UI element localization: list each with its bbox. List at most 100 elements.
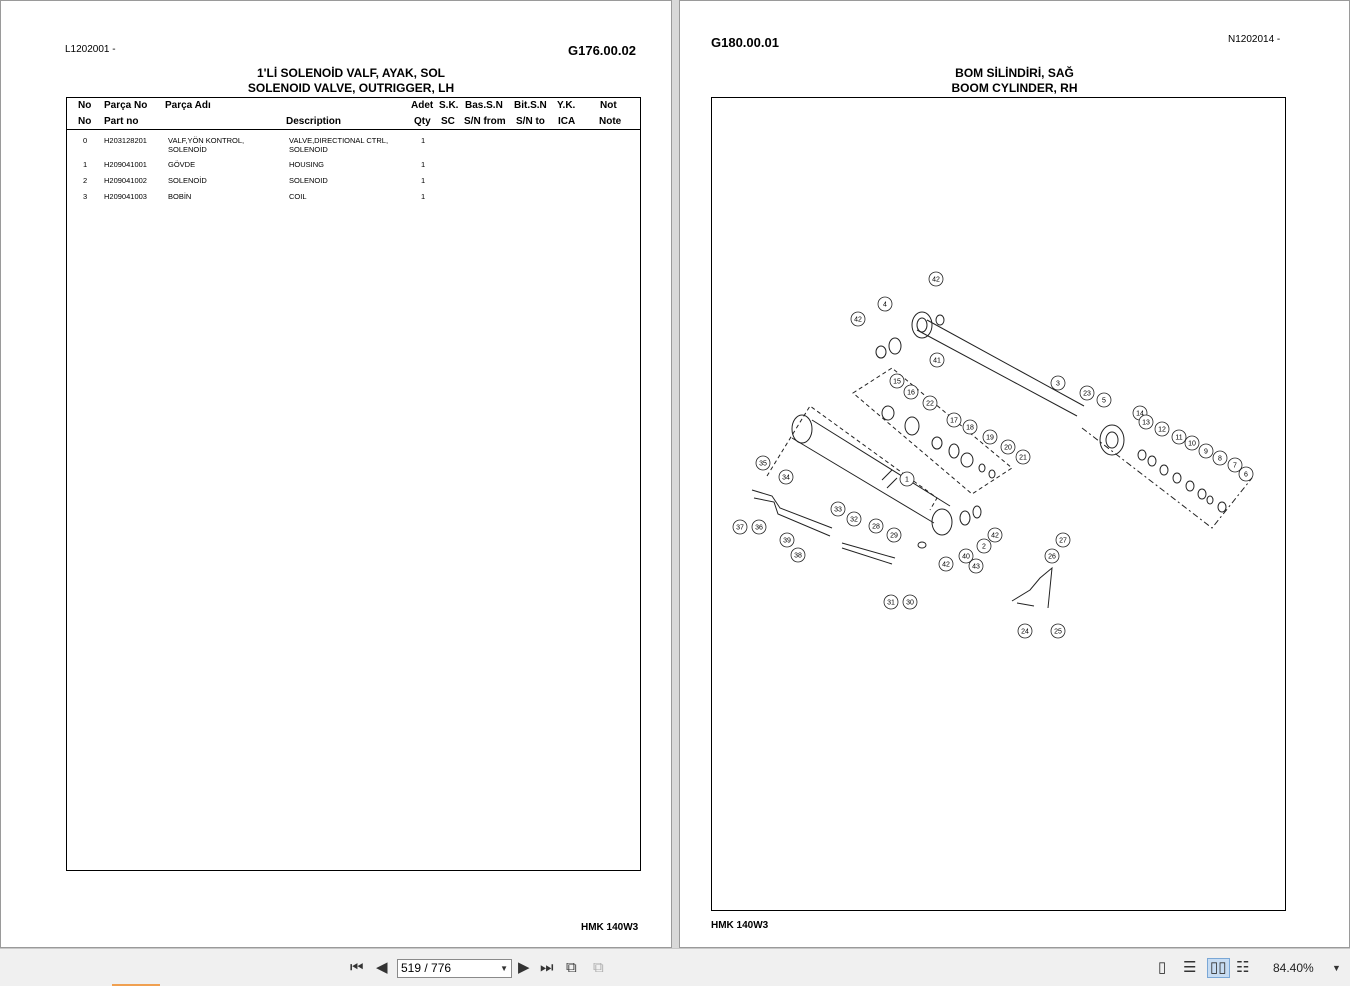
svg-text:4: 4 [883, 302, 887, 309]
callout-28: 28 [868, 518, 884, 534]
viewer-toolbar: ⏮ ◀ 519 / 776 ▼ ▶ ⏭ ⧉ ⧉ ▯ ☰ ▯▯ ☷ 84.40% … [0, 948, 1350, 986]
last-page-icon[interactable]: ⏭ [540, 959, 554, 976]
callout-10: 10 [1184, 435, 1200, 451]
single-page-view-icon[interactable]: ▯ [1158, 959, 1167, 976]
callout-13: 13 [1138, 414, 1154, 430]
hdr-snto-en: S/N to [516, 116, 545, 127]
seal-ring [1197, 488, 1207, 500]
svg-text:27: 27 [1059, 538, 1067, 545]
hdr-no-en: No [78, 116, 92, 127]
callout-20: 20 [1000, 439, 1016, 455]
hdr-ica-tr: Y.K. [557, 100, 576, 111]
row-no: 0 [83, 136, 88, 145]
hdr-sc-en: SC [441, 116, 455, 127]
hdr-qty-en: Qty [414, 116, 431, 127]
barrel-eye [931, 508, 953, 536]
dashed-frame [852, 367, 1013, 495]
previous-page-icon[interactable]: ◀ [376, 959, 388, 976]
first-page-icon[interactable]: ⏮ [350, 959, 364, 976]
callout-19: 19 [982, 429, 998, 445]
page-indicator: 519 / 776 [401, 961, 452, 975]
callout-42: 42 [938, 556, 954, 572]
callout-41: 41 [929, 352, 945, 368]
hdr-note-tr: Not [600, 100, 617, 111]
hdr-no-tr: No [78, 100, 92, 111]
left-group-code: G176.00.02 [568, 43, 636, 58]
svg-text:19: 19 [986, 435, 994, 442]
row-desc-2: SOLENOID [289, 145, 328, 154]
seal-ring [948, 443, 960, 459]
hdr-partno-tr: Parça No [104, 100, 148, 111]
callout-29: 29 [886, 527, 902, 543]
left-footer: HMK 140W3 [581, 922, 639, 933]
left-title-en: SOLENOID VALVE, OUTRIGGER, LH [247, 81, 455, 95]
page-number-select[interactable]: 519 / 776 ▼ [397, 959, 512, 978]
callout-23: 23 [1079, 385, 1095, 401]
svg-text:38: 38 [794, 553, 802, 560]
callout-12: 12 [1154, 421, 1170, 437]
hdr-partno-en: Part no [104, 116, 139, 127]
parts-table: No Parça No Parça Adı Adet S.K. Bas.S.N … [66, 97, 641, 871]
row-desc: COIL [289, 192, 307, 201]
row-desc: VALVE,DIRECTIONAL CTRL, [289, 136, 389, 145]
hydraulic-pipe [751, 489, 833, 537]
hdr-snfrom-tr: Bas.S.N [465, 100, 503, 111]
svg-text:1: 1 [905, 477, 909, 484]
row-name-tr-2: SOLENOİD [168, 145, 207, 154]
barrel-ring [881, 469, 898, 489]
svg-text:6: 6 [1244, 472, 1248, 479]
row-qty: 1 [421, 176, 426, 185]
callout-27: 27 [1055, 532, 1071, 548]
left-title-tr: 1'Lİ SOLENOİD VALF, AYAK, SOL [257, 66, 445, 80]
svg-text:42: 42 [991, 533, 999, 540]
dashed-frame [766, 405, 938, 511]
hdr-name-tr: Parça Adı [165, 100, 211, 111]
svg-text:3: 3 [1056, 381, 1060, 388]
callout-40: 40 [958, 548, 974, 564]
chevron-down-icon[interactable]: ▼ [500, 964, 508, 973]
seal-ring [978, 463, 986, 473]
callout-32: 32 [846, 511, 862, 527]
row-name-tr: GÖVDE [168, 160, 196, 169]
svg-text:15: 15 [893, 379, 901, 386]
seal-ring [1137, 449, 1147, 461]
callout-39: 39 [779, 532, 795, 548]
callout-22: 22 [922, 395, 938, 411]
callout-26: 26 [1044, 548, 1060, 564]
hdr-ica-en: ICA [558, 116, 576, 127]
svg-text:35: 35 [759, 461, 767, 468]
seal-ring [988, 469, 996, 479]
piston-nut [881, 405, 895, 421]
svg-text:39: 39 [783, 538, 791, 545]
svg-text:8: 8 [1218, 456, 1222, 463]
seal-ring [959, 510, 971, 526]
svg-text:43: 43 [972, 564, 980, 571]
seal-ring [1185, 480, 1195, 492]
hdr-sc-tr: S.K. [439, 100, 459, 111]
svg-text:9: 9 [1204, 449, 1208, 456]
next-page-icon[interactable]: ▶ [518, 959, 530, 976]
zoom-dropdown-icon[interactable]: ▼ [1332, 963, 1341, 973]
svg-text:30: 30 [906, 600, 914, 607]
go-forward-view-icon[interactable]: ⧉ [593, 959, 604, 976]
svg-text:40: 40 [962, 554, 970, 561]
scroll-accent [112, 984, 160, 986]
svg-text:41: 41 [933, 358, 941, 365]
callout-24: 24 [1017, 623, 1033, 639]
svg-text:42: 42 [854, 317, 862, 324]
callout-6: 6 [1238, 466, 1254, 482]
row-qty: 1 [421, 160, 426, 169]
seal-ring [935, 314, 945, 326]
go-back-view-icon[interactable]: ⧉ [566, 959, 577, 976]
right-pdf-page: G180.00.01 N1202014 - BOM SİLİNDİRİ, SAĞ… [679, 0, 1350, 948]
facing-pages-view-icon[interactable]: ▯▯ [1207, 958, 1230, 978]
continuous-view-icon[interactable]: ☰ [1183, 959, 1197, 976]
callout-36: 36 [751, 519, 767, 535]
svg-text:36: 36 [755, 525, 763, 532]
row-part-no: H203128201 [104, 136, 147, 145]
zoom-level[interactable]: 84.40% [1273, 961, 1314, 975]
callout-labels: 4244241323514131211109876151622171819202… [732, 271, 1254, 639]
continuous-facing-view-icon[interactable]: ☷ [1236, 959, 1250, 976]
seal-ring [1147, 455, 1157, 467]
svg-text:29: 29 [890, 533, 898, 540]
